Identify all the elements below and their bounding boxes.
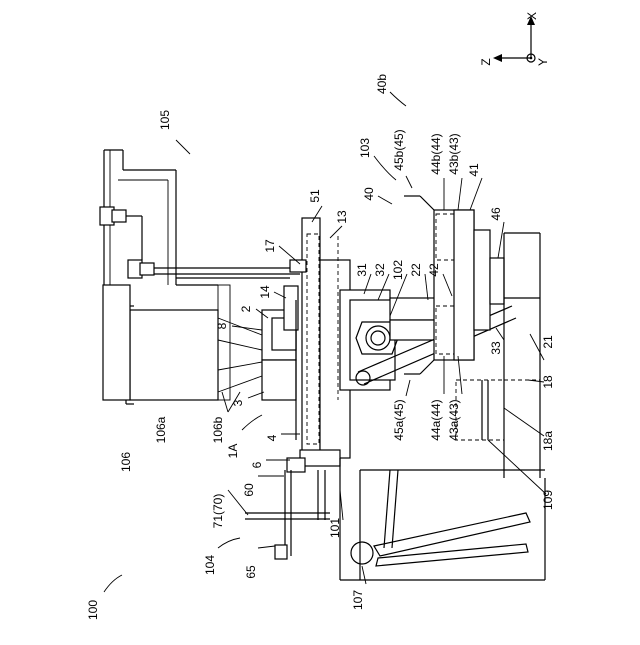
ref-41: 41 [467, 163, 481, 177]
ref-32: 32 [373, 263, 387, 277]
ref-40: 40 [362, 187, 376, 201]
ref-103: 103 [358, 138, 372, 158]
ref-18a: 18a [541, 431, 555, 451]
ref-6: 6 [250, 461, 264, 468]
ref-71: 71(70) [211, 494, 225, 529]
ref-46: 46 [489, 207, 503, 221]
pipe-system-105 [100, 150, 300, 285]
ref-105: 105 [158, 110, 172, 130]
ref-43a: 43a(43) [447, 399, 461, 440]
axis-x-label: X [525, 12, 539, 20]
ref-106: 106 [119, 452, 133, 472]
ref-45a: 45a(45) [392, 399, 406, 440]
ref-43b: 43b(43) [447, 133, 461, 174]
base-101 [300, 450, 545, 580]
ref-102: 102 [391, 260, 405, 280]
ref-45b: 45b(45) [392, 129, 406, 170]
ref-44a: 44a(44) [429, 399, 443, 440]
chamber-2-3 [262, 286, 303, 440]
ref-107: 107 [351, 590, 365, 610]
ref-109: 109 [541, 490, 555, 510]
coordinate-axes [493, 16, 535, 62]
ref-1A: 1A [226, 444, 240, 459]
operator-107 [351, 470, 530, 566]
ref-21: 21 [541, 335, 555, 349]
ref-101: 101 [328, 518, 342, 538]
ref-13: 13 [335, 210, 349, 224]
ref-4: 4 [265, 434, 279, 441]
ref-14: 14 [258, 285, 272, 299]
ref-104: 104 [203, 555, 217, 575]
ref-51: 51 [308, 189, 322, 203]
ref-60: 60 [242, 483, 256, 497]
ref-65: 65 [244, 565, 258, 579]
axis-z-label: Z [479, 58, 493, 65]
ref-8: 8 [215, 322, 229, 329]
drive-block-31 [340, 290, 435, 390]
ref-100: 100 [86, 600, 100, 620]
canister-106 [103, 285, 262, 404]
ref-42: 42 [427, 263, 441, 277]
ref-33: 33 [489, 341, 503, 355]
ref-2: 2 [239, 305, 253, 312]
ref-22: 22 [409, 263, 423, 277]
ref-106b: 106b [211, 416, 225, 443]
ref-40b: 40b [375, 74, 389, 94]
ref-17: 17 [263, 239, 277, 253]
handle-104 [245, 458, 330, 559]
axis-y-label: Y [536, 58, 550, 66]
ref-106a: 106a [154, 416, 168, 443]
ref-31: 31 [355, 263, 369, 277]
ref-44b: 44b(44) [429, 133, 443, 174]
